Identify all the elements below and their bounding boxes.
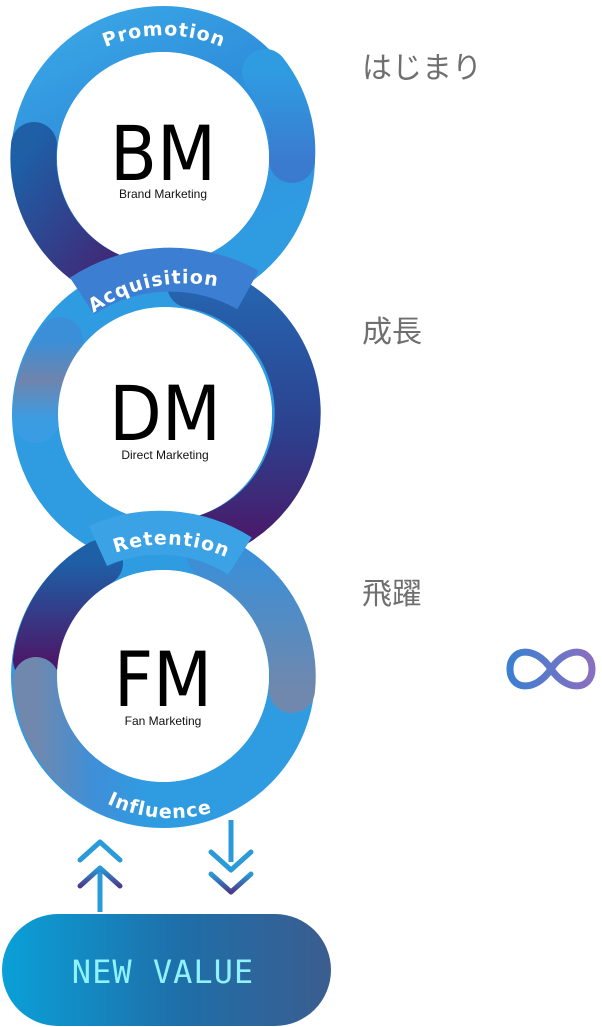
new-value-label: NEW VALUE bbox=[72, 953, 254, 991]
bm-content: BM Brand Marketing bbox=[110, 109, 216, 201]
down-arrow-icon bbox=[208, 820, 254, 895]
stage-label-growth: 成長 bbox=[362, 315, 422, 350]
new-value-pill: NEW VALUE bbox=[2, 914, 331, 1026]
fm-name: Fan Marketing bbox=[125, 714, 202, 728]
bm-abbreviation: BM bbox=[110, 109, 216, 198]
fm-abbreviation: FM bbox=[114, 635, 212, 724]
overlap-bands bbox=[69, 247, 259, 575]
up-arrow-icon bbox=[77, 839, 123, 912]
infinity-icon bbox=[506, 648, 596, 690]
stage-label-leap: 飛躍 bbox=[362, 577, 422, 612]
dm-abbreviation: DM bbox=[109, 369, 221, 458]
stage-label-start: はじまり bbox=[362, 51, 482, 86]
dm-name: Direct Marketing bbox=[121, 448, 208, 462]
bm-name: Brand Marketing bbox=[119, 187, 207, 201]
dm-content: DM Direct Marketing bbox=[109, 369, 221, 462]
fm-content: FM Fan Marketing bbox=[114, 635, 212, 728]
